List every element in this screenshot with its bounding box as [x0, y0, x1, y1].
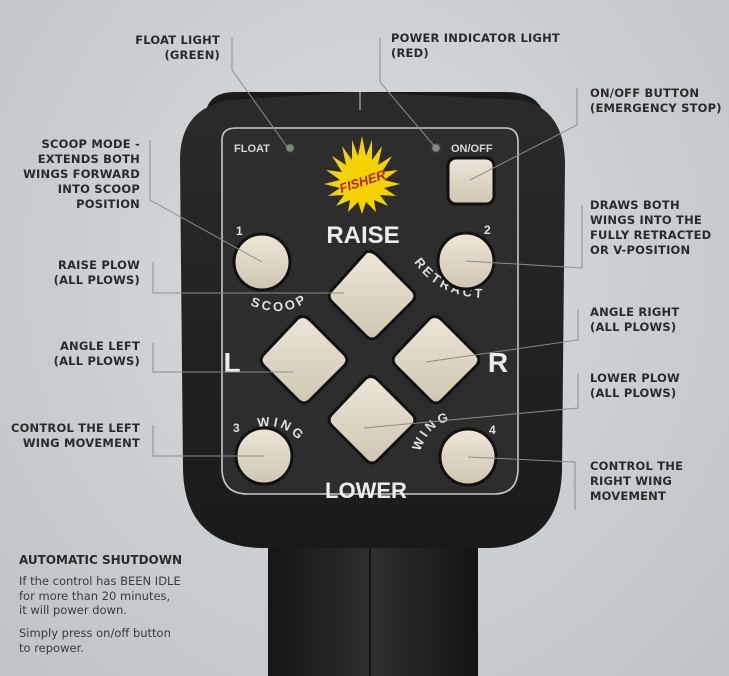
left-label: L: [223, 347, 240, 378]
callout-angle-right: ANGLE RIGHT (ALL PLOWS): [590, 305, 680, 334]
raise-label: RAISE: [326, 222, 399, 249]
onoff-label: ON/OFF: [451, 143, 493, 155]
number-3: 3: [233, 421, 240, 435]
float-label: FLOAT: [234, 143, 270, 155]
shutdown-body-2: Simply press on/off button to repower.: [19, 626, 171, 655]
lower-button[interactable]: [327, 374, 417, 465]
number-4: 4: [489, 423, 496, 437]
callout-retract: DRAWS BOTH WINGS INTO THE FULLY RETRACTE…: [590, 198, 712, 257]
callout-angle-left: ANGLE LEFT (ALL PLOWS): [53, 339, 140, 368]
leader-lines: [149, 38, 583, 510]
callout-right-wing: CONTROL THE RIGHT WING MOVEMENT: [590, 459, 684, 503]
raise-button[interactable]: [327, 250, 417, 341]
callout-onoff-button: ON/OFF BUTTON (EMERGENCY STOP): [590, 86, 722, 115]
callout-float-light: FLOAT LIGHT (GREEN): [135, 33, 220, 62]
angle-right-button[interactable]: [391, 314, 481, 405]
shutdown-title: AUTOMATIC SHUTDOWN: [19, 553, 183, 567]
callout-left-wing: CONTROL THE LEFT WING MOVEMENT: [10, 421, 140, 450]
onoff-button[interactable]: [446, 156, 496, 206]
shutdown-body-1: If the control has BEEN IDLE for more th…: [19, 574, 181, 617]
number-1: 1: [236, 224, 243, 238]
number-2: 2: [484, 223, 491, 237]
angle-left-button[interactable]: [259, 314, 349, 405]
lower-label: LOWER: [325, 478, 407, 503]
callout-power-light: POWER INDICATOR LIGHT (RED): [391, 31, 560, 60]
float-led: [285, 143, 295, 153]
callout-scoop-mode: SCOOP MODE - EXTENDS BOTH WINGS FORWARD …: [23, 137, 140, 211]
callout-lower-plow: LOWER PLOW (ALL PLOWS): [590, 371, 680, 400]
callout-raise-plow: RAISE PLOW (ALL PLOWS): [53, 258, 140, 287]
right-label: R: [488, 347, 508, 378]
fisher-logo: FISHER: [324, 136, 400, 214]
